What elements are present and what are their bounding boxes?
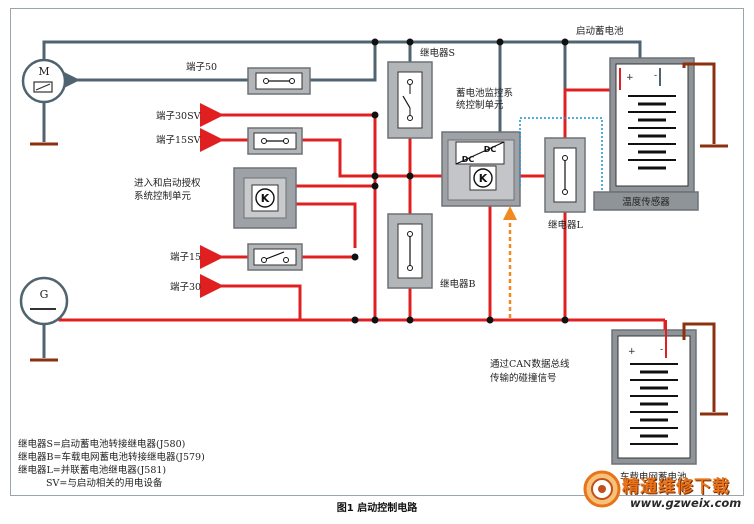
vehicle-battery-ground	[682, 322, 728, 416]
auth-unit-label: 进入和启动授权 系统控制单元	[134, 177, 204, 202]
terminal-15sv-label: 端子15SV	[156, 134, 201, 146]
vehicle-battery-label: 车载电网蓄电池	[620, 471, 687, 483]
watermark-url: www.gzweix.com	[630, 496, 742, 510]
battery-monitor-unit: DC DC K	[441, 131, 521, 207]
watermark-name: 精通维修下载	[622, 477, 730, 497]
start-battery-plus: +	[626, 73, 634, 83]
terminal-15-switch	[247, 243, 303, 271]
start-battery-ground	[682, 62, 728, 148]
vehicle-battery-minus: -	[660, 345, 663, 355]
legend-item: SV=与启动相关的用电设备	[46, 478, 163, 489]
relay-l	[544, 137, 586, 213]
relay-s-label: 继电器S	[420, 47, 455, 59]
terminal-15sv-switch	[247, 127, 303, 155]
watermark-logo-icon	[583, 470, 621, 508]
terminal-30-label: 端子30	[170, 281, 201, 293]
can-signal-arrowhead	[503, 206, 517, 220]
start-battery-minus: -	[654, 71, 657, 81]
relay-l-label: 继电器L	[548, 219, 584, 231]
start-battery: + -	[609, 57, 695, 193]
sensor-link-line	[519, 117, 603, 192]
can-signal-label: 通过CAN数据总线 传输的碰撞信号	[490, 358, 572, 384]
junction-dots	[351, 38, 569, 324]
legend-item: 继电器B=车载电网蓄电池转接继电器(J579)	[18, 452, 205, 463]
dc-bottom-label: DC	[462, 155, 475, 164]
generator: G	[19, 276, 69, 326]
legend-item: 继电器S=启动蓄电池转接继电器(J580)	[18, 439, 186, 450]
generator-label: G	[40, 288, 49, 301]
svg-text:K: K	[261, 192, 270, 205]
auth-control-unit: K	[233, 167, 297, 229]
terminal-50-switch	[247, 67, 311, 95]
starter-motor: M	[21, 58, 67, 104]
terminal-30sv-label: 端子30SV	[156, 110, 201, 122]
vehicle-battery: + -	[611, 320, 697, 465]
relay-b-label: 继电器B	[440, 278, 476, 290]
terminal-15-label: 端子15	[170, 251, 201, 263]
relay-s	[387, 61, 433, 139]
vehicle-battery-plus: +	[628, 347, 636, 357]
temp-sensor-label: 温度传感器	[622, 196, 670, 208]
terminal-50-label: 端子50	[186, 61, 217, 73]
relay-b	[387, 213, 433, 289]
monitor-unit-label: 蓄电池监控系 统控制单元	[456, 87, 516, 111]
legend-item: 继电器L=并联蓄电池继电器(J581)	[18, 465, 167, 476]
svg-text:K: K	[479, 172, 488, 185]
start-battery-label: 启动蓄电池	[576, 25, 624, 37]
dc-top-label: DC	[484, 145, 497, 154]
motor-label: M	[38, 65, 49, 78]
figure-caption: 图1 启动控制电路	[336, 503, 418, 514]
temperature-sensor	[593, 191, 699, 211]
